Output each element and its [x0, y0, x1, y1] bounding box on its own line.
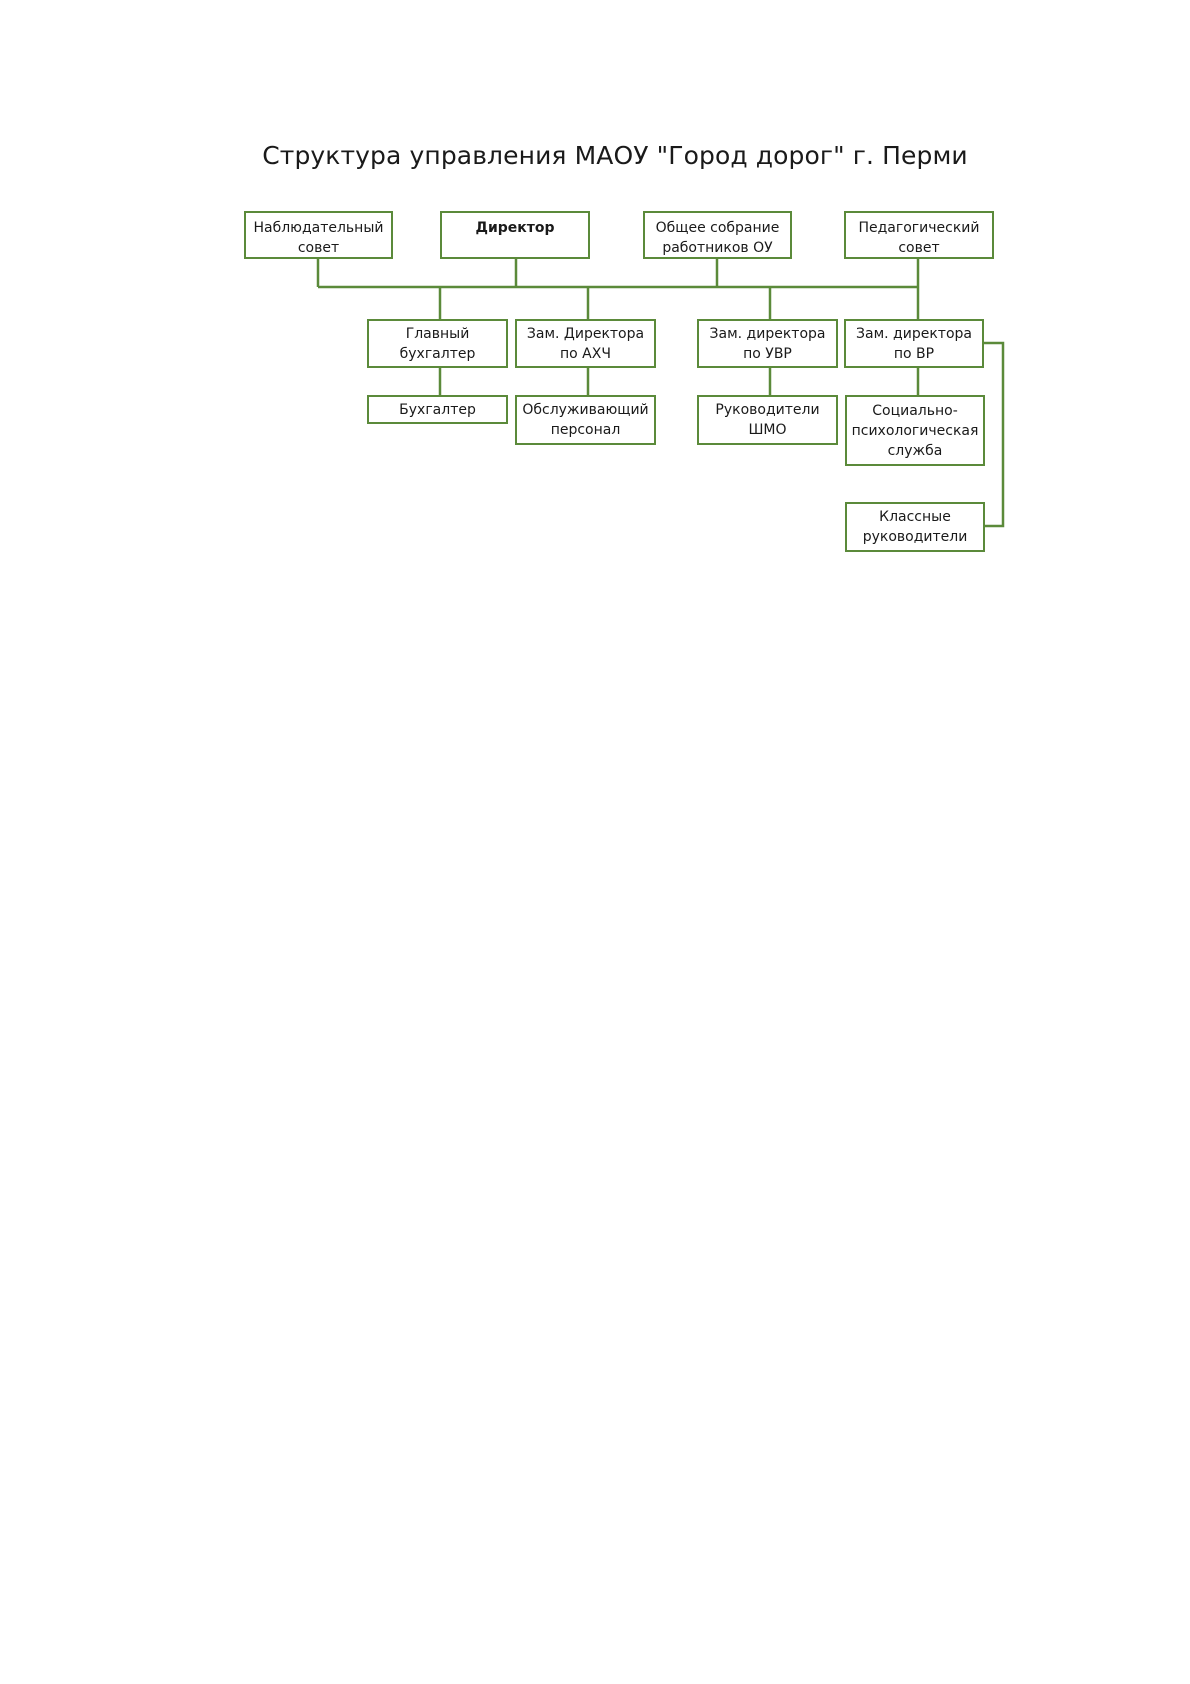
service-staff-box: Обслуживающий персонал — [515, 395, 656, 445]
connector — [983, 341, 1005, 528]
shmo-heads-box: Руководители ШМО — [697, 395, 838, 445]
pedagogical-council-box: Педагогический совет — [844, 211, 994, 259]
accountant-box: Бухгалтер — [367, 395, 508, 424]
chief-accountant-box: Главный бухгалтер — [367, 319, 508, 368]
director-box: Директор — [440, 211, 590, 259]
page-title: Структура управления МАОУ "Город дорог" … — [0, 141, 1190, 170]
title-text: Структура управления МАОУ "Город дорог" … — [262, 141, 968, 170]
deputy-director-ahch-box: Зам. Директора по АХЧ — [515, 319, 656, 368]
general-meeting-box: Общее собрание работников ОУ — [643, 211, 792, 259]
observation-council-box: Наблюдательный совет — [244, 211, 393, 259]
deputy-director-uvr-box: Зам. директора по УВР — [697, 319, 838, 368]
social-psychological-service-box: Социально- психологическая служба — [845, 395, 985, 466]
deputy-director-vr-box: Зам. директора по ВР — [844, 319, 984, 368]
class-teachers-box: Классные руководители — [845, 502, 985, 552]
